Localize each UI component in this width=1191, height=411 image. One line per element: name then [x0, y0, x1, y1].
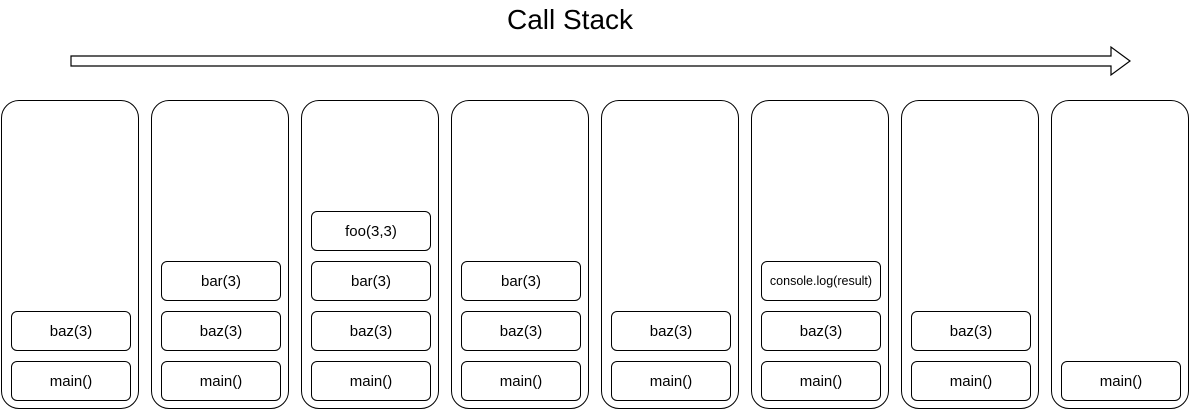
stack-snapshot-3: main() baz(3) bar(3) foo(3,3): [301, 100, 439, 409]
stack-frame: bar(3): [311, 261, 431, 301]
time-arrow: [70, 45, 1132, 77]
stack-snapshot-4: main() baz(3) bar(3): [451, 100, 589, 409]
stack-snapshot-1: main() baz(3): [1, 100, 139, 409]
stack-frame: main(): [611, 361, 731, 401]
stack-snapshot-8: main(): [1051, 100, 1189, 409]
stack-frame: foo(3,3): [311, 211, 431, 251]
stack-snapshot-2: main() baz(3) bar(3): [151, 100, 289, 409]
stack-frame: main(): [311, 361, 431, 401]
stack-frame: console.log(result): [761, 261, 881, 301]
stack-frame: main(): [161, 361, 281, 401]
stack-frame: main(): [911, 361, 1031, 401]
stack-frame: baz(3): [11, 311, 131, 351]
stack-frame: main(): [461, 361, 581, 401]
stack-frame: main(): [1061, 361, 1181, 401]
stack-snapshot-6: main() baz(3) console.log(result): [751, 100, 889, 409]
stack-snapshot-7: main() baz(3): [901, 100, 1039, 409]
stack-frame: baz(3): [761, 311, 881, 351]
stack-frame: baz(3): [311, 311, 431, 351]
stack-frame: main(): [761, 361, 881, 401]
stack-frame: main(): [11, 361, 131, 401]
diagram-title: Call Stack: [506, 4, 634, 35]
stack-frame: bar(3): [461, 261, 581, 301]
stack-frame: bar(3): [161, 261, 281, 301]
stack-frame: baz(3): [911, 311, 1031, 351]
stack-frame: baz(3): [611, 311, 731, 351]
stack-snapshot-5: main() baz(3): [601, 100, 739, 409]
stack-frame: baz(3): [161, 311, 281, 351]
stack-frame: baz(3): [461, 311, 581, 351]
